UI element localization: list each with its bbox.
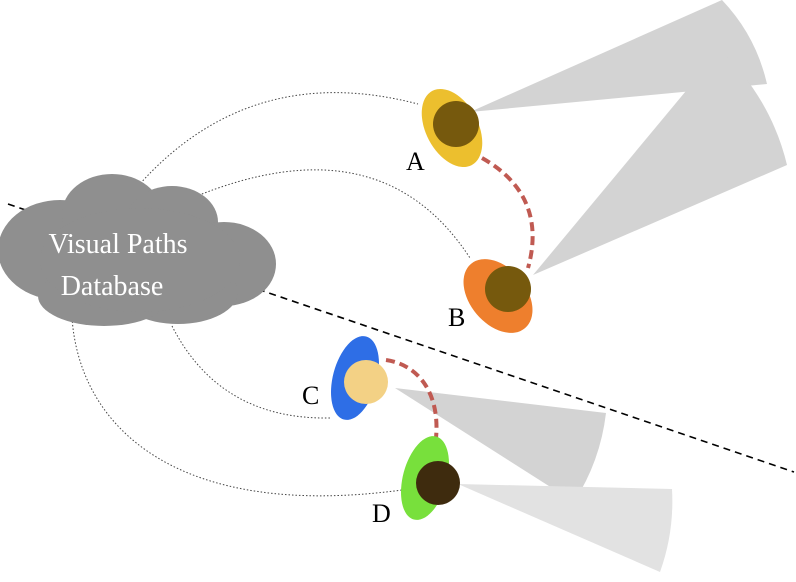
agent-c-head (344, 360, 388, 404)
view-cone-c (395, 388, 606, 502)
connector-arc-d (71, 317, 403, 497)
agent-b-head (485, 266, 531, 312)
agent-a-label: A (406, 147, 425, 176)
agent-b-label: B (448, 303, 465, 332)
agent-b: B (448, 259, 533, 333)
agent-d-label: D (372, 499, 391, 528)
connector-arc-a (137, 92, 419, 187)
path-c-to-d (385, 358, 439, 439)
view-cone-d (458, 484, 673, 572)
database-label-line2: Database (61, 271, 164, 302)
connector-arc-c (171, 325, 331, 419)
database-label-line1: Visual Paths (48, 229, 187, 260)
path-a-to-b (481, 156, 535, 269)
agent-d: D (372, 436, 460, 528)
database-cloud: Visual Paths Database (0, 174, 276, 326)
agent-c: C (302, 336, 388, 420)
agent-d-head (416, 461, 460, 505)
agent-c-label: C (302, 381, 319, 410)
agent-a-head (433, 101, 479, 147)
view-cone-b (533, 50, 787, 275)
agent-a: A (406, 88, 483, 176)
